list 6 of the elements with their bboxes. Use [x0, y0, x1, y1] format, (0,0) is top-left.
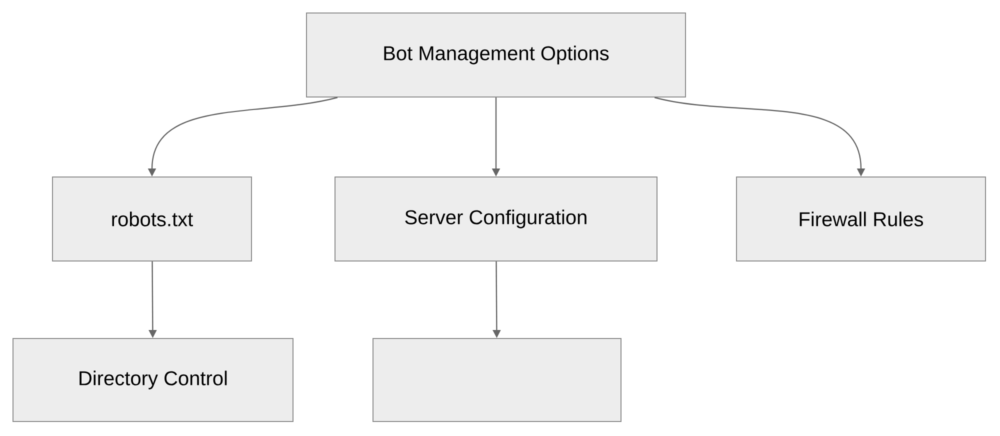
empty-box [372, 338, 622, 422]
process-box: Bot Management Options [306, 12, 686, 98]
process-box: robots.txt [52, 176, 252, 262]
process-box: Directory Control [12, 338, 294, 422]
process-box: Server Configuration [334, 176, 658, 262]
process-box: Firewall Rules [736, 176, 986, 262]
